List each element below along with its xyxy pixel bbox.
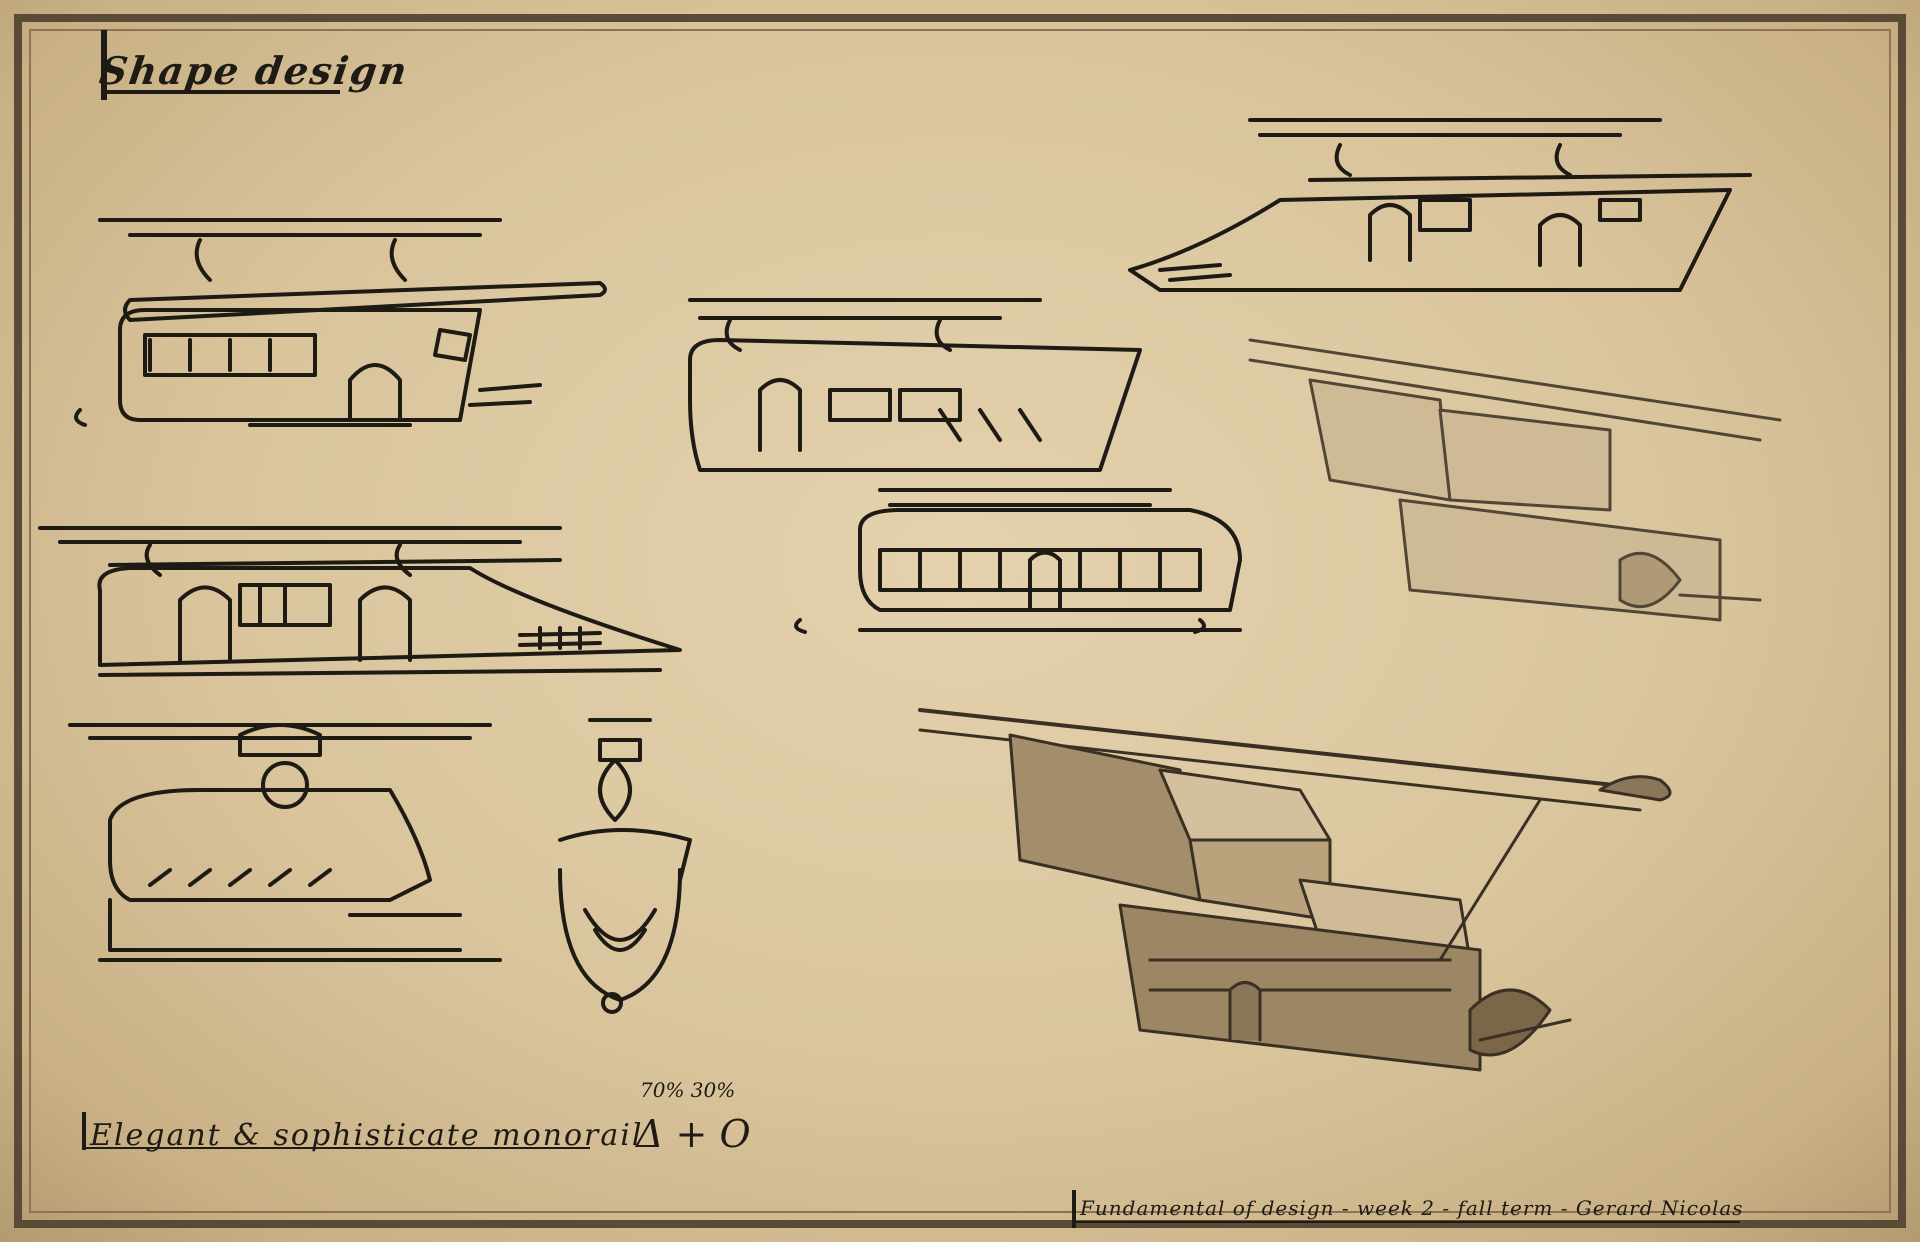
monorail-sketch-center-2 [794,488,1242,634]
monorail-sketch-front [558,718,692,1014]
monorail-sketch-right-top [1128,118,1752,292]
monorail-sketch-center-1 [688,298,1142,472]
sheet-subtitle: Elegant & sophisticate monorail [90,1118,644,1153]
page-title: Shape design [96,48,412,93]
monorail-sketch-side-3 [68,723,502,962]
sheet-footer: Fundamental of design - week 2 - fall te… [1080,1196,1744,1220]
monorail-render-right [1248,338,1782,622]
page-frame [14,14,1906,1228]
monorail-render-main [918,708,1672,1072]
monorail-sketch-side-1 [74,218,607,427]
shape-ratio-percentages: 70% 30% [640,1078,736,1102]
shape-ratio-formula: Δ + O [636,1112,751,1156]
page-frame-inner [29,29,1891,1213]
monorail-sketch-side-2 [38,526,682,677]
